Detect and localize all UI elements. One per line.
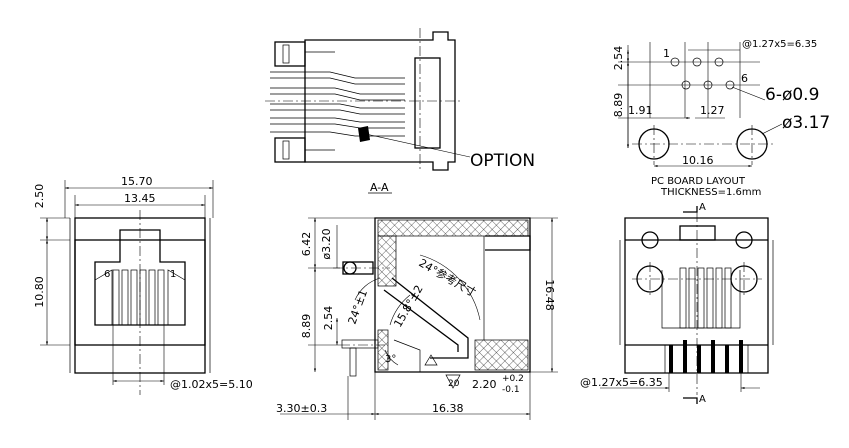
pcb-pin-holes [670, 57, 735, 90]
svg-text:24°参考尺寸: 24°参考尺寸 [417, 255, 479, 299]
svg-text:A: A [699, 394, 706, 405]
svg-text:20: 20 [448, 379, 460, 389]
svg-text:@1.27x5=6.35: @1.27x5=6.35 [580, 376, 663, 389]
svg-text:A: A [699, 202, 706, 213]
svg-text:2.54: 2.54 [612, 46, 625, 71]
dim-1570: 15.70 [121, 175, 153, 188]
svg-text:6.42: 6.42 [300, 232, 313, 257]
svg-text:10.16: 10.16 [682, 154, 714, 167]
svg-text:16.48: 16.48 [543, 279, 556, 311]
svg-text:+0.2: +0.2 [502, 374, 524, 384]
side-view: 24°±1 15.8°±2 24°参考尺寸 3° 6.42 ø3.20 8.89… [276, 217, 558, 420]
svg-text:8.89: 8.89 [612, 93, 625, 118]
svg-text:6: 6 [741, 72, 748, 85]
svg-text:2.50: 2.50 [33, 184, 46, 209]
layout-thickness: THICKNESS=1.6mm [660, 187, 761, 198]
pcb-layout-view: 2.54 8.89 @1.27x5=6.35 1 6 6-ø0.9 1.91 1… [612, 39, 830, 198]
option-label: OPTION [470, 151, 535, 171]
svg-text:2.20: 2.20 [472, 378, 497, 391]
rear-view: A A @1.27x5=6.35 [580, 202, 774, 405]
svg-text:2.54: 2.54 [322, 306, 335, 331]
svg-text:3.30±0.3: 3.30±0.3 [276, 402, 327, 415]
svg-text:1: 1 [663, 47, 670, 60]
section-a-a-view: OPTION A-A [265, 28, 535, 194]
svg-text:8.89: 8.89 [300, 314, 313, 339]
layout-title: PC BOARD LAYOUT [651, 176, 746, 187]
svg-text:24°±1: 24°±1 [346, 288, 370, 326]
contact-springs [270, 71, 405, 137]
section-label: A-A [370, 181, 389, 194]
dim-1345: 13.45 [124, 192, 156, 205]
svg-text:1.91: 1.91 [628, 104, 653, 117]
svg-text:@1.27x5=6.35: @1.27x5=6.35 [742, 39, 817, 50]
rear-pins [669, 340, 743, 373]
pitch-bottom: @1.02x5=5.10 [170, 378, 253, 391]
svg-text:6-ø0.9: 6-ø0.9 [765, 85, 819, 105]
front-view: 6 1 15.70 13.45 2.50 10.80 @1.02x5=5.10 [33, 175, 253, 395]
svg-text:10.80: 10.80 [33, 276, 46, 308]
front-contacts [112, 269, 165, 326]
svg-text:1: 1 [170, 269, 176, 280]
svg-text:ø3.17: ø3.17 [782, 113, 830, 133]
svg-text:15.8°±2: 15.8°±2 [391, 283, 425, 330]
svg-text:1.27: 1.27 [700, 104, 725, 117]
svg-text:ø3.20: ø3.20 [320, 228, 333, 259]
svg-text:6: 6 [104, 269, 110, 280]
svg-text:-0.1: -0.1 [502, 385, 520, 395]
svg-text:3°: 3° [385, 354, 396, 365]
rear-contacts [679, 267, 732, 329]
svg-text:16.38: 16.38 [432, 402, 464, 415]
